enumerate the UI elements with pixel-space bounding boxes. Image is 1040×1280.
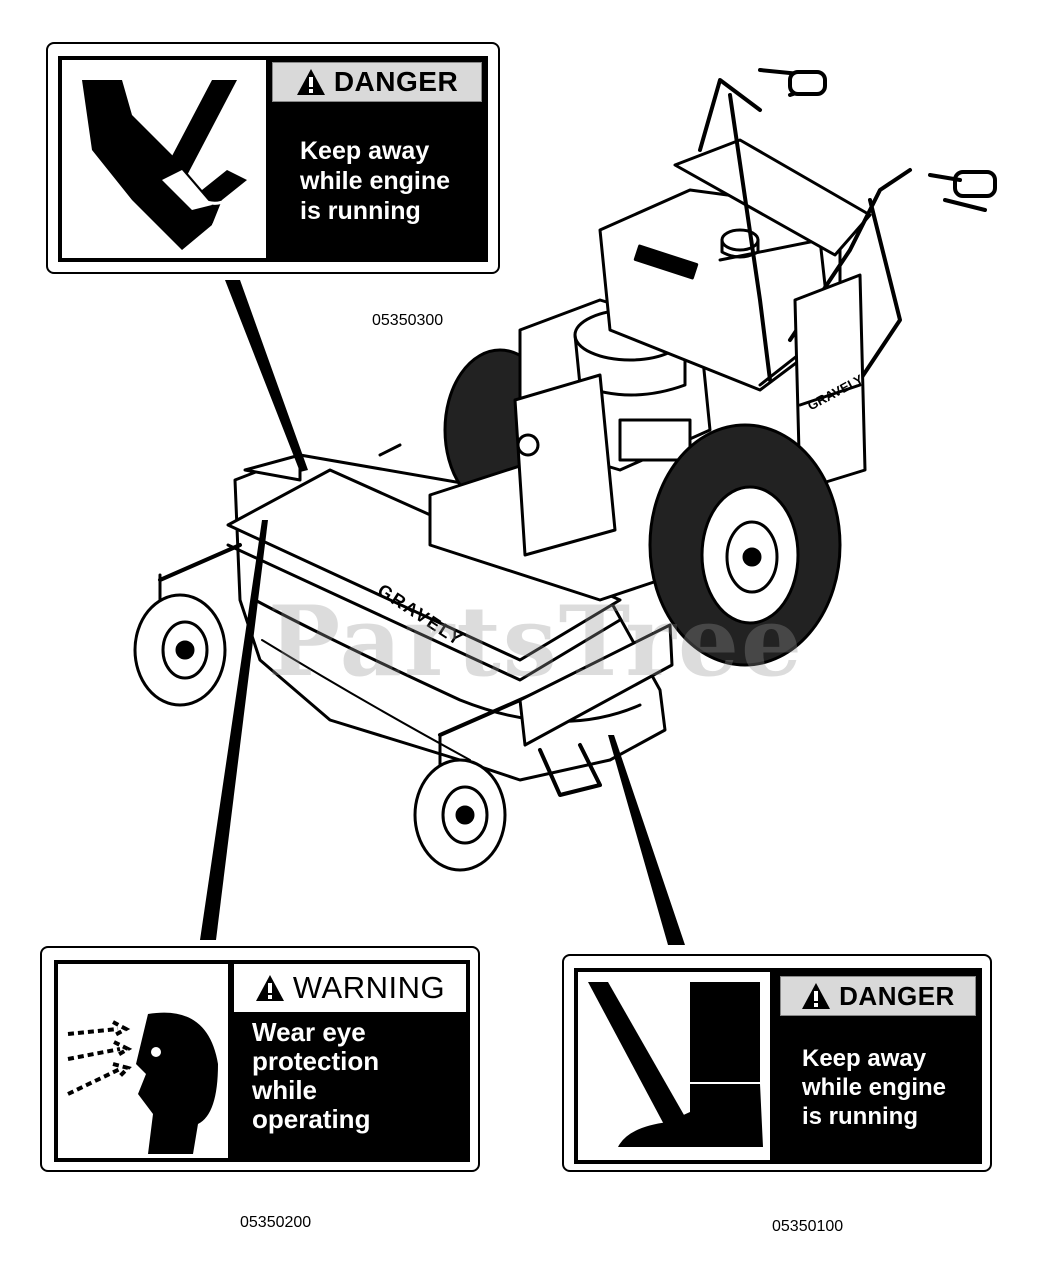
decal-foot-message: Keep away while engine is running <box>802 1045 947 1130</box>
decal-foot-danger: DANGER Keep away while engine is running <box>562 954 992 1172</box>
warning-triangle-icon <box>296 69 325 95</box>
rear-right-tire <box>648 423 842 667</box>
rear-side-panel <box>793 273 867 492</box>
decal-foot-header: DANGER <box>780 976 976 1016</box>
watermark: PartsTree <box>268 585 804 698</box>
front-right-caster <box>413 733 507 872</box>
foot-pictogram <box>578 972 770 1160</box>
eye-pictogram <box>58 964 228 1158</box>
decal-eye-warning: WARNING Wear eye protection while operat… <box>40 946 480 1172</box>
decal-hand-part-number: 05350300 <box>372 312 444 329</box>
warning-triangle-icon <box>802 983 831 1009</box>
hand-pictogram <box>62 60 266 258</box>
decal-hand-danger: DANGER Keep away while engine is running <box>46 42 500 274</box>
deck-top-plate <box>226 468 622 662</box>
decal-eye-header-text: WARNING <box>292 970 446 1005</box>
front-left-caster <box>133 573 227 707</box>
decal-foot-part-number: 05350100 <box>772 1218 844 1235</box>
decal-hand-message: Keep away while engine is running <box>300 137 451 225</box>
eye-protection-icon <box>67 1012 218 1154</box>
warning-triangle-icon <box>255 975 284 1001</box>
decal-eye-part-number: 05350200 <box>240 1214 312 1231</box>
leader-lines <box>200 280 685 945</box>
decal-hand-header: DANGER <box>272 62 482 102</box>
decal-hand-header-text: DANGER <box>333 66 459 97</box>
decal-eye-message: Wear eye protection while operating <box>252 1017 380 1134</box>
hand-cut-icon <box>82 80 247 250</box>
decal-eye-header: WARNING <box>234 964 466 1012</box>
foot-cut-icon <box>588 982 763 1147</box>
side-panel <box>518 623 674 747</box>
decal-foot-header-text: DANGER <box>839 980 955 1011</box>
